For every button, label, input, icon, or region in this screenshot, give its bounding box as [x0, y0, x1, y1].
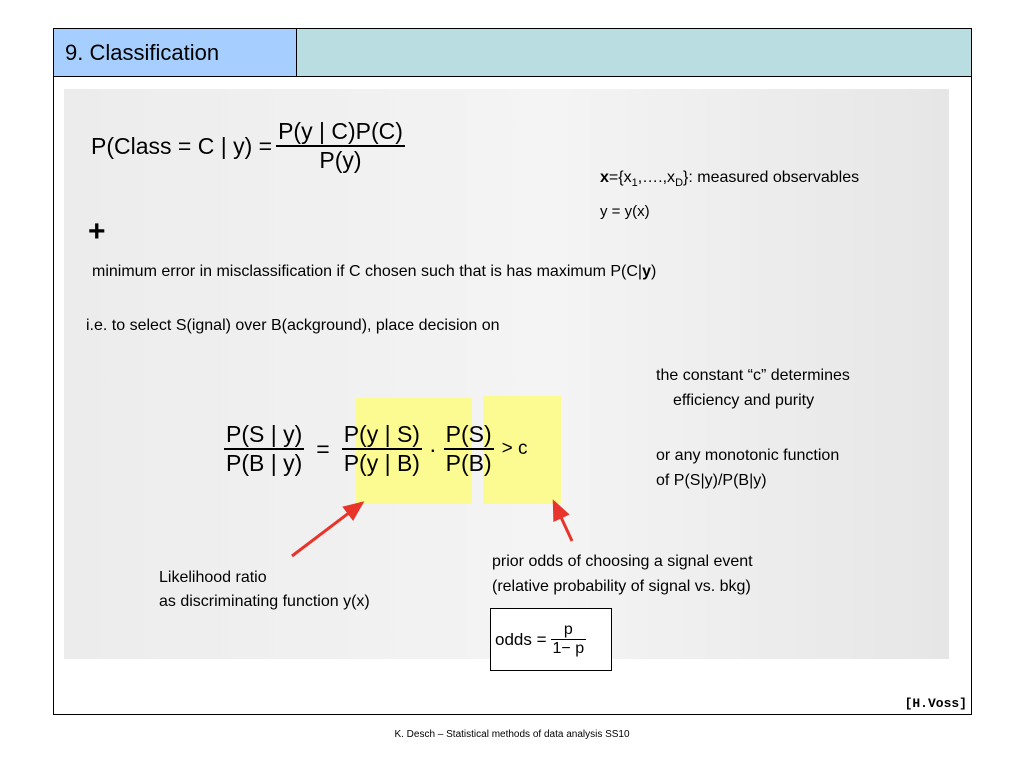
likelihood-bar: [341, 448, 422, 450]
likelihood-ratio: P(y | S) P(y | B): [341, 421, 422, 477]
content-panel: P(Class = C | y) = P(y | C)P(C) P(y) x={…: [64, 89, 949, 671]
prior-arrow: [552, 499, 574, 542]
likelihood-ratio-label: Likelihood ratio as discriminating funct…: [159, 567, 370, 613]
min-error-tail: ): [651, 263, 657, 280]
constant-note: the constant “c” determines efficiency a…: [656, 365, 850, 412]
header-bar: [297, 29, 971, 77]
likelihood-arrow: [291, 501, 365, 558]
slide-title: 9. Classification: [65, 40, 220, 65]
bayes-numerator: P(y | C)P(C): [278, 118, 403, 144]
author-credit: [H.Voss]: [904, 696, 967, 711]
likelihood-ratio-highlight: [356, 398, 472, 504]
obs-sub1: 1: [631, 177, 638, 190]
select-text: i.e. to select S(ignal) over B(ackground…: [86, 317, 500, 334]
bayes-fraction: P(y | C)P(C) P(y): [276, 118, 405, 174]
y-definition: y = y(x): [600, 203, 650, 220]
odds-denominator: 1− p: [552, 640, 585, 657]
prior-odds-ratio: P(S) P(B): [443, 421, 494, 477]
posterior-ratio: P(S | y) P(B | y): [224, 421, 305, 477]
likelihood-denominator: P(y | B): [343, 450, 420, 476]
min-error-text: minimum error in misclassification if C …: [92, 263, 656, 281]
bayes-denominator: P(y): [319, 147, 362, 173]
bayes-formula: P(Class = C | y) = P(y | C)P(C) P(y): [91, 118, 405, 174]
obs-part2: ,….,x: [637, 169, 676, 186]
odds-formula-box: odds = p 1− p: [490, 608, 612, 671]
likelihood-label-line2: as discriminating function y(x): [159, 593, 370, 610]
slide-footer: K. Desch – Statistical methods of data a…: [394, 729, 630, 740]
min-error-main: minimum error in misclassification if C …: [92, 263, 643, 280]
posterior-bar: [224, 448, 305, 450]
prior-denominator: P(B): [445, 450, 492, 476]
observables-definition: x={x1,….,xD}: measured observables: [600, 169, 859, 189]
monotonic-note-line1: or any monotonic function: [656, 447, 840, 464]
odds-fraction: p 1− p: [550, 621, 587, 658]
monotonic-note: or any monotonic function of P(S|y)/P(B|…: [656, 445, 839, 492]
likelihood-label-line1: Likelihood ratio: [159, 569, 267, 586]
obs-subD: D: [675, 177, 684, 190]
prior-label-line2: (relative probability of signal vs. bkg): [492, 578, 751, 595]
odds-numerator: p: [563, 621, 573, 638]
equals-sign: =: [316, 435, 330, 462]
plus-sign: +: [88, 215, 106, 248]
prior-odds-label: prior odds of choosing a signal event (r…: [492, 551, 753, 598]
constant-note-line1: the constant “c” determines: [656, 367, 850, 384]
posterior-denominator: P(B | y): [226, 450, 303, 476]
constant-note-line2: efficiency and purity: [673, 392, 815, 409]
prior-odds-highlight: [483, 396, 561, 504]
obs-part1: ={x: [608, 169, 632, 186]
annotation-arrows: [291, 499, 574, 558]
obs-part3: }: measured observables: [683, 169, 860, 186]
posterior-numerator: P(S | y): [226, 421, 303, 447]
slide-frame: 9. Classification P(Class = C | y) = P(y…: [53, 28, 972, 715]
bayes-fraction-bar: [276, 145, 405, 147]
decision-inequality: P(S | y) P(B | y) = P(y | S) P(y | B) · …: [224, 403, 528, 495]
multiply-dot: ·: [428, 435, 437, 462]
prior-label-line1: prior odds of choosing a signal event: [492, 553, 753, 570]
odds-bar: [550, 639, 587, 640]
odds-lhs: odds =: [495, 629, 547, 649]
prior-bar: [443, 448, 494, 450]
monotonic-note-line2: of P(S|y)/P(B|y): [656, 472, 767, 489]
title-cell: 9. Classification: [54, 29, 297, 77]
min-error-bold: y: [642, 263, 651, 280]
likelihood-numerator: P(y | S): [343, 421, 420, 447]
bayes-lhs: P(Class = C | y) =: [91, 132, 273, 159]
bold-x: x: [600, 169, 609, 186]
prior-numerator: P(S): [445, 421, 492, 447]
greater-than-c: > c: [501, 438, 528, 459]
